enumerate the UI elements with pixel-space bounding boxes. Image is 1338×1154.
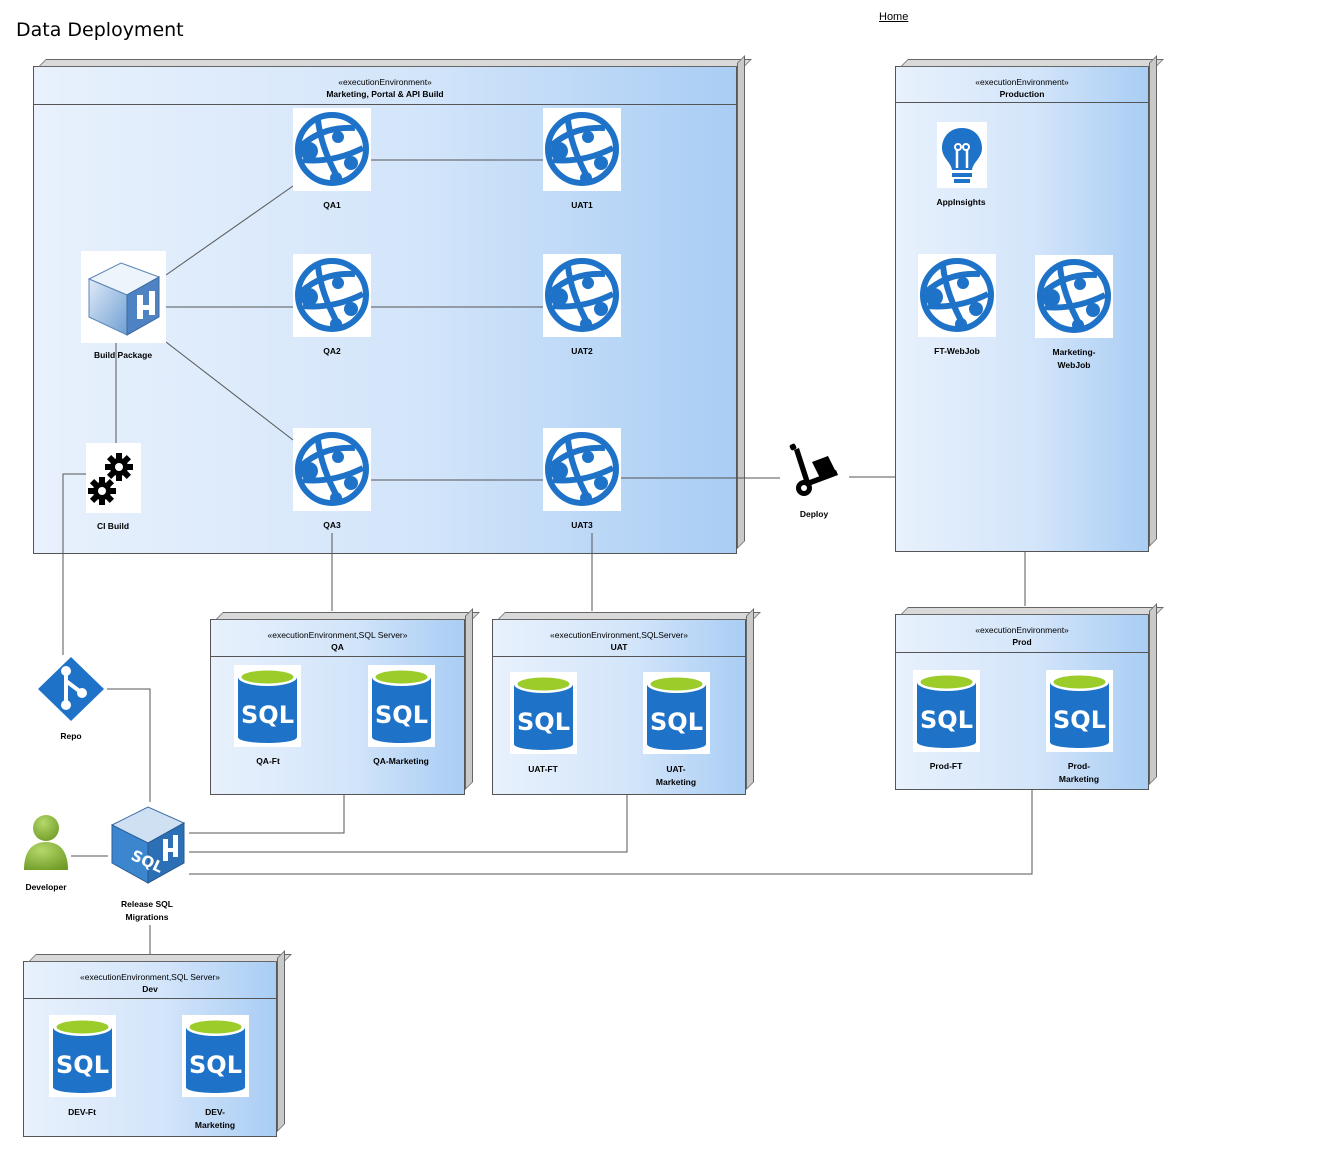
env-uat-stereotype: «executionEnvironment,SQLServer» [550, 630, 688, 640]
prod-marketing-label-1: Prod- [1067, 761, 1091, 771]
sql-text: SQL [650, 708, 703, 736]
prod-ft-label: Prod-FT [929, 761, 963, 771]
sql-text: SQL [189, 1051, 242, 1079]
env-uat-name: UAT [610, 642, 628, 652]
qa2-label: QA2 [323, 346, 341, 356]
uat-marketing-label-2: Marketing [655, 777, 697, 787]
sql-text: SQL [1053, 706, 1106, 734]
env-dev-stereotype: «executionEnvironment,SQL Server» [79, 972, 220, 982]
marketing-webjob-globe-icon[interactable] [1035, 255, 1113, 338]
developer-label: Developer [25, 882, 67, 892]
sql-text: SQL [56, 1051, 109, 1079]
sql-text: SQL [241, 701, 294, 729]
qa-marketing-label: QA-Marketing [373, 756, 429, 766]
env-production-stereotype: «executionEnvironment» [975, 77, 1069, 87]
uat-marketing-sql-database-icon[interactable]: SQL [643, 672, 710, 754]
dev-marketing-label-1: DEV- [205, 1107, 225, 1117]
uat-marketing-label-1: UAT- [666, 764, 686, 774]
uat3-label: UAT3 [571, 520, 593, 530]
uat3-globe-icon[interactable] [543, 428, 621, 511]
release-sql-label-2: Migrations [125, 912, 169, 922]
uat2-label: UAT2 [571, 346, 593, 356]
qa3-label: QA3 [323, 520, 341, 530]
env-production-name: Production [999, 89, 1045, 99]
dev-ft-label: DEV-Ft [68, 1107, 96, 1117]
home-link[interactable]: Home [879, 11, 909, 23]
developer-person-icon[interactable] [21, 812, 71, 872]
prod-ft-sql-database-icon[interactable]: SQL [913, 670, 980, 752]
deploy-label: Deploy [799, 509, 829, 519]
prod-marketing-label-2: Marketing [1058, 774, 1100, 784]
env-prod-stereotype: «executionEnvironment» [975, 625, 1069, 635]
uat1-globe-icon[interactable] [543, 108, 621, 191]
sql-text: SQL [375, 701, 428, 729]
dev-ft-sql-database-icon[interactable]: SQL [49, 1015, 116, 1097]
qa1-globe-icon[interactable] [293, 108, 371, 191]
qa2-globe-icon[interactable] [293, 254, 371, 337]
env-qa-stereotype: «executionEnvironment,SQL Server» [267, 630, 408, 640]
page-title: Data Deployment [16, 19, 184, 41]
ft-webjob-globe-icon[interactable] [918, 254, 996, 337]
ci-build-gears-icon[interactable] [86, 443, 141, 513]
env-prod-name: Prod [1012, 637, 1032, 647]
env-qa-name: QA [331, 642, 344, 652]
repo-label: Repo [60, 731, 82, 741]
dev-marketing-sql-database-icon[interactable]: SQL [182, 1015, 249, 1097]
ci-build-label: CI Build [96, 521, 130, 531]
repo-git-icon[interactable] [36, 655, 106, 723]
qa-ft-label: QA-Ft [256, 756, 280, 766]
sql-text: SQL [920, 706, 973, 734]
qa1-label: QA1 [323, 200, 341, 210]
build-package-label: Build Package [93, 350, 153, 360]
uat-ft-sql-database-icon[interactable]: SQL [510, 672, 577, 754]
appinsights-bulb-icon[interactable] [937, 122, 987, 188]
appinsights-label: AppInsights [936, 197, 986, 207]
release-sql-label-1: Release SQL [121, 899, 173, 909]
qa-marketing-sql-database-icon[interactable]: SQL [368, 665, 435, 747]
sql-text: SQL [517, 708, 570, 736]
uat2-globe-icon[interactable] [543, 254, 621, 337]
marketing-webjob-label-1: Marketing- [1052, 347, 1096, 357]
dev-marketing-label-2: Marketing [194, 1120, 236, 1130]
qa3-globe-icon[interactable] [293, 428, 371, 511]
release-sql-package-icon[interactable]: SQL [108, 801, 189, 886]
env-build-stereotype: «executionEnvironment» [338, 77, 432, 87]
prod-marketing-sql-database-icon[interactable]: SQL [1046, 670, 1113, 752]
qa-ft-sql-database-icon[interactable]: SQL [234, 665, 301, 747]
ft-webjob-label: FT-WebJob [934, 346, 980, 356]
uat-ft-label: UAT-FT [528, 764, 558, 774]
build-package-icon[interactable] [81, 251, 166, 343]
deploy-handtruck-icon[interactable] [780, 440, 849, 502]
env-dev-name: Dev [142, 984, 158, 994]
marketing-webjob-label-2: WebJob [1057, 360, 1091, 370]
env-build-name: Marketing, Portal & API Build [326, 89, 444, 99]
uat1-label: UAT1 [571, 200, 593, 210]
